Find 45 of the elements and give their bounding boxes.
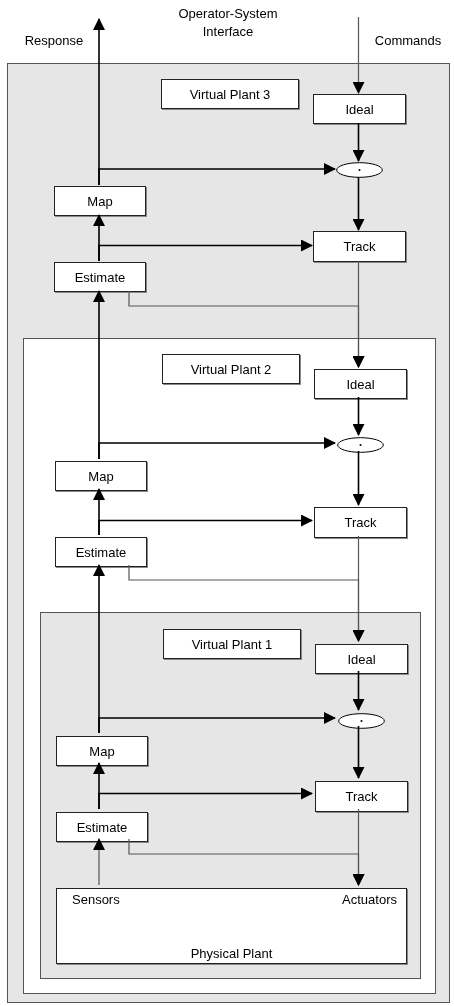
process-box: Track [314, 507, 407, 538]
process-box: Map [56, 736, 148, 766]
plant-panel [40, 612, 421, 979]
arrow [352, 122, 365, 162]
arrow [98, 514, 313, 536]
process-box: Map [55, 461, 147, 491]
plant-label-box: Virtual Plant 1 [163, 629, 301, 659]
process-box: Ideal [314, 369, 407, 399]
arrow [352, 725, 365, 779]
arrow [98, 787, 313, 810]
arrow [93, 838, 105, 886]
arrow [128, 290, 365, 368]
process-box: Estimate [54, 262, 146, 292]
arrow [352, 396, 365, 436]
arrow [93, 18, 105, 186]
arrow [352, 16, 365, 94]
junction-ellipse [338, 713, 385, 729]
interface-caption: Operator-System Interface [177, 5, 279, 41]
port-label: Sensors [72, 892, 120, 907]
process-box: Ideal [315, 644, 408, 674]
plant-panel [7, 63, 450, 1003]
arrow [93, 564, 105, 734]
arrow [128, 838, 365, 886]
process-box: Track [315, 781, 408, 812]
process-box: Map [54, 186, 146, 216]
signal-label: Response [23, 32, 85, 50]
arrow [98, 239, 313, 262]
junction-ellipse [337, 437, 384, 453]
junction-ellipse [336, 162, 383, 178]
box-title: Physical Plant [189, 946, 274, 961]
arrow [93, 290, 105, 460]
arrow [352, 450, 365, 506]
plant-panel [23, 338, 436, 994]
process-box: Track [313, 231, 406, 262]
plant-label-box: Virtual Plant 2 [162, 354, 300, 384]
process-box: Estimate [56, 812, 148, 842]
arrow [128, 564, 365, 642]
port-label: Actuators [342, 892, 397, 907]
signal-label: Commands [373, 32, 443, 50]
arrow [352, 670, 365, 711]
physical-plant-box [56, 888, 407, 964]
plant-label-box: Virtual Plant 3 [161, 79, 299, 109]
process-box: Ideal [313, 94, 406, 124]
arrow [352, 176, 365, 231]
process-box: Estimate [55, 537, 147, 567]
